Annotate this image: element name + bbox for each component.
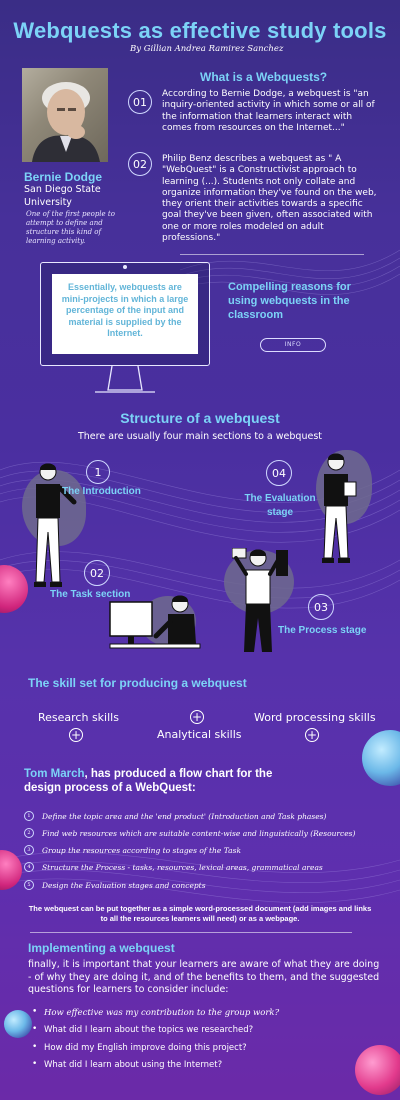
question-2: What did I learn about the topics we res…: [32, 1024, 253, 1035]
page-title: Webquests as effective study tools: [13, 18, 387, 43]
flow-step-text: Design the Evaluation stages and concept…: [42, 881, 206, 890]
plus-icon-1: +: [190, 710, 204, 724]
info-button[interactable]: INFO: [260, 338, 326, 352]
flow-step-text: Define the topic area and the 'end produ…: [42, 812, 327, 821]
flow-step-number: 5: [24, 880, 34, 890]
stage-number-2: 02: [84, 560, 110, 586]
what-is-number-2: 02: [128, 152, 152, 176]
portrait-image: [22, 68, 108, 162]
flow-heading-rest: , has produced a flow chart for the desi…: [24, 768, 273, 794]
divider-top: [180, 254, 364, 255]
skills-heading: The skill set for producing a webquest: [28, 676, 247, 690]
what-is-text-2: Philip Benz describes a webquest as " A …: [162, 154, 377, 244]
plus-icon-3: +: [305, 728, 319, 742]
profile-note: One of the first people to attempt to de…: [26, 210, 115, 245]
implementing-heading: Implementing a webquest: [28, 941, 175, 955]
question-4: What did I learn about using the Interne…: [32, 1059, 222, 1070]
flow-step-number: 4: [24, 862, 34, 872]
sphere-pink-right: [355, 1045, 400, 1095]
flow-heading-name: Tom March: [24, 768, 85, 780]
flow-step-text: Structure the Process - tasks, resources…: [42, 863, 323, 872]
what-is-number-1: 01: [128, 90, 152, 114]
person-process-icon: [232, 548, 288, 652]
stage-number-3: 03: [308, 594, 334, 620]
stage-label-task: The Task section: [50, 589, 131, 600]
flow-step-number: 1: [24, 811, 34, 821]
flow-step-text: Group the resources according to stages …: [42, 846, 241, 855]
person-evaluation-icon: [322, 453, 357, 563]
skill-analytical: Analytical skills: [157, 728, 242, 741]
monitor-text: Essentially, webquests are mini-projects…: [52, 274, 198, 354]
byline: By Gillian Andrea Ramirez Sanchez: [130, 44, 284, 54]
sphere-blue-right-1: [362, 730, 400, 786]
stage-label-process: The Process stage: [278, 625, 367, 636]
sphere-blue-left: [4, 1010, 32, 1038]
stage-number-4: 04: [266, 460, 292, 486]
person-computer-icon: [109, 595, 201, 649]
question-3: How did my English improve doing this pr…: [32, 1042, 247, 1053]
flow-heading: Tom March, has produced a flow chart for…: [24, 767, 304, 795]
stage-number-1: 1: [86, 460, 110, 484]
monitor-camera-dot: [123, 265, 127, 269]
skill-word-processing: Word processing skills: [254, 711, 376, 724]
profile-name: Bernie Dodge: [24, 170, 103, 184]
person-intro-icon: [34, 463, 77, 587]
flow-step-text: Find web resources which are suitable co…: [42, 829, 356, 838]
skill-research: Research skills: [38, 711, 119, 724]
flow-note: The webquest can be put together as a si…: [28, 904, 372, 923]
structure-heading: Structure of a webquest: [120, 410, 280, 426]
divider-bottom: [30, 932, 352, 933]
implementing-intro: finally, it is important that your learn…: [28, 959, 380, 995]
question-1: How effective was my contribution to the…: [32, 1007, 279, 1018]
plus-icon-2: +: [69, 728, 83, 742]
compelling-reasons-heading: Compelling reasons for using webquests i…: [228, 281, 351, 321]
profile-affiliation: San Diego State University: [24, 184, 101, 208]
flow-step-number: 3: [24, 845, 34, 855]
what-is-text-1: According to Bernie Dodge, a webquest is…: [162, 89, 375, 133]
structure-subheading: There are usually four main sections to …: [77, 431, 322, 442]
sphere-pink-left-2: [0, 850, 22, 890]
stage-label-evaluation: The Evaluation stage: [244, 493, 316, 518]
stage-label-introduction: The Introduction: [62, 486, 141, 497]
what-is-heading: What is a Webquests?: [200, 70, 328, 84]
flow-step-number: 2: [24, 828, 34, 838]
monitor-stand-icon: [95, 366, 155, 393]
